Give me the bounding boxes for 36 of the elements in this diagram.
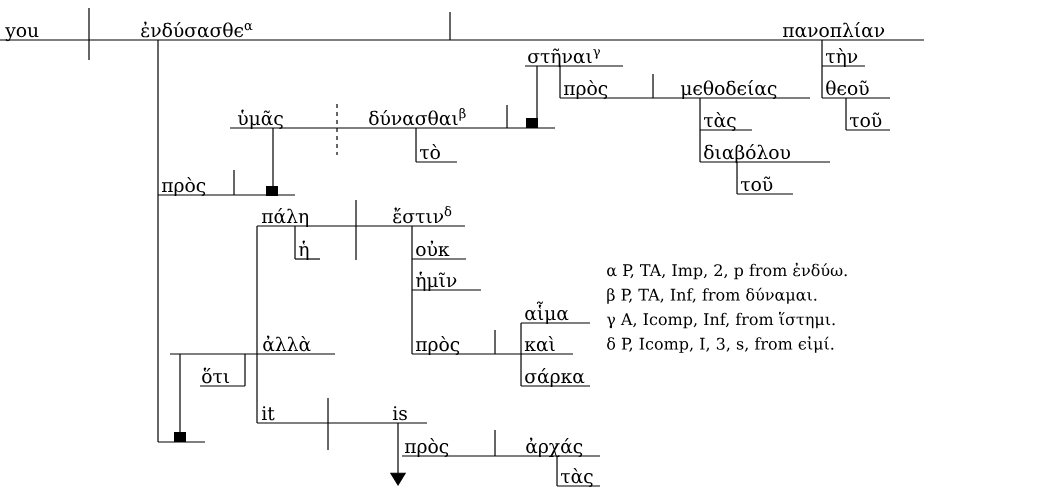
diagram-word: it: [261, 406, 275, 421]
diagram-word: you: [5, 27, 39, 42]
diagram-word: ἐνδύσασθϵ$^{α}$: [141, 21, 253, 38]
diagram-word: διαβόλου: [704, 144, 790, 163]
diagram-word: πρὸς: [415, 336, 460, 355]
diagram-word: σάρκα: [525, 368, 585, 387]
footnote: α P, TA, Imp, 2, p from ἐνδύω.: [607, 262, 847, 280]
diagram-word: ὅτι: [202, 367, 230, 384]
diagram-word: is: [392, 406, 407, 421]
diagram-word: μϵθοδϵίας: [680, 80, 777, 99]
footnote: β P, TA, Inf, from δύναμαι.: [607, 287, 817, 304]
diagram-word: οὐκ: [416, 240, 450, 257]
diagram-word: τὴν: [826, 48, 858, 67]
diagram-word: τοῦ: [850, 112, 882, 128]
diagram-word: θϵοῦ: [826, 80, 869, 96]
diagram-word: πρὸς: [563, 80, 608, 99]
diagram-word: τὰς: [704, 112, 736, 131]
diagram-word: δύνασθαι$^{β}$: [369, 108, 466, 126]
diagram-word: ἀλλὰ: [263, 335, 311, 352]
diagram-word: τὰς: [561, 468, 593, 487]
diagram-word: αἷμα: [525, 301, 569, 324]
diagram-word: ἡ: [298, 240, 309, 260]
diagram-word: στῆναι$^{γ}$: [528, 48, 600, 67]
diagram-word: πάλη: [261, 208, 308, 227]
diagram-word: ἡμῖν: [415, 271, 457, 291]
diagram-word: καὶ: [524, 336, 555, 352]
diagram-word: ὑμᾶς: [237, 109, 283, 129]
diagram-word: τὸ: [420, 144, 440, 160]
footnote: δ P, Icomp, I, 3, s, from ϵἰμί.: [607, 336, 834, 353]
footnote: γ A, Icomp, Inf, from ἵστημι.: [606, 311, 835, 329]
diagram-word: ἀρχάς: [526, 437, 583, 458]
diagram-word: ἔστιν$^{δ}$: [393, 206, 452, 224]
diagram-word: πρὸς: [404, 438, 449, 457]
diagram-word: πρὸς: [161, 177, 206, 196]
diagram-word: τοῦ: [741, 176, 773, 192]
diagram-word: πανοπλίαν: [782, 22, 885, 38]
